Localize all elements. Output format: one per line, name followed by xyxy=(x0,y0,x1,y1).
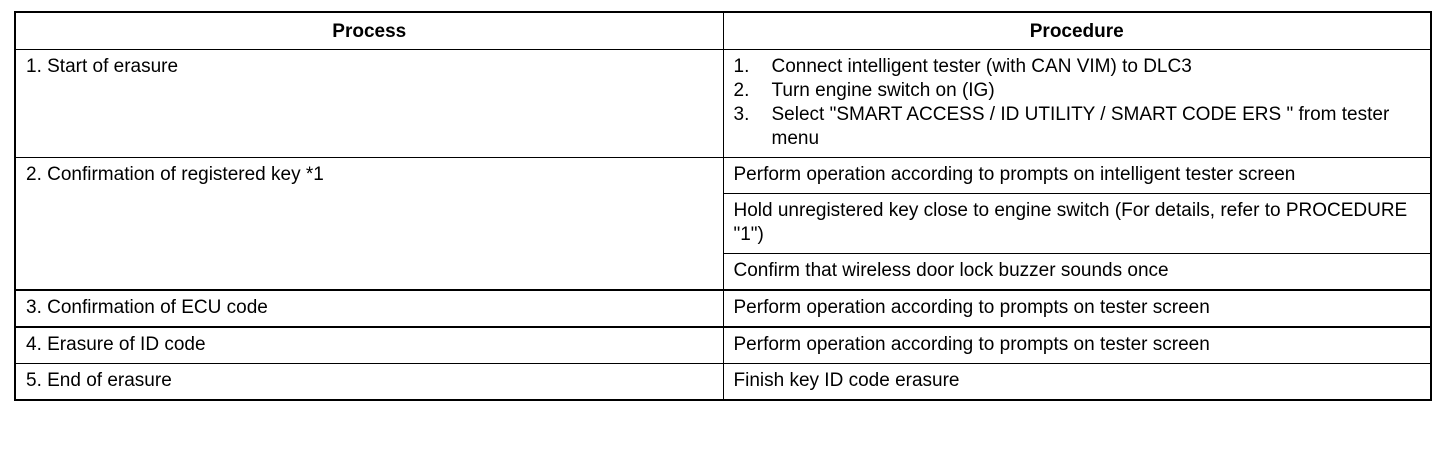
process-cell: 1. Start of erasure xyxy=(14,49,724,158)
process-cell: 2. Confirmation of registered key *1 xyxy=(14,157,724,291)
table-row: Confirm that wireless door lock buzzer s… xyxy=(15,253,1432,291)
procedure-cell: Perform operation according to prompts o… xyxy=(722,289,1432,328)
procedure-cell: Confirm that wireless door lock buzzer s… xyxy=(722,253,1432,291)
step-text: Turn engine switch on (IG) xyxy=(771,80,995,101)
process-cell: 5. End of erasure xyxy=(14,363,724,401)
table-row: 4. Erasure of ID code Perform operation … xyxy=(14,326,1432,364)
step-text: Connect intelligent tester (with CAN VIM… xyxy=(771,56,1192,77)
procedure-cell: Perform operation according to prompts o… xyxy=(722,157,1432,194)
process-procedure-table: Process Procedure 1. Start of erasure 1.… xyxy=(14,11,1432,401)
header-row: Process Procedure xyxy=(14,11,1432,50)
procedure-cell: Perform operation according to prompts o… xyxy=(722,326,1432,364)
procedure-step: 1. Connect intelligent tester (with CAN … xyxy=(734,55,1421,79)
step-number: 3. xyxy=(733,104,750,125)
step-number: 1. xyxy=(733,56,750,77)
table-row: 1. Start of erasure 1. Connect intellige… xyxy=(14,49,1432,158)
table-row: 5. End of erasure Finish key ID code era… xyxy=(14,363,1432,401)
step-text: Select "SMART ACCESS / ID UTILITY / SMAR… xyxy=(771,104,1390,149)
table-row: Hold unregistered key close to engine sw… xyxy=(15,193,1432,254)
step-number: 2. xyxy=(733,80,750,101)
table-row: 3. Confirmation of ECU code Perform oper… xyxy=(14,289,1432,328)
header-process: Process xyxy=(14,11,724,50)
procedure-cell: Finish key ID code erasure xyxy=(722,363,1432,401)
procedure-step: 3. Select "SMART ACCESS / ID UTILITY / S… xyxy=(734,103,1421,151)
process-cell: 4. Erasure of ID code xyxy=(14,326,724,364)
procedure-cell: 1. Connect intelligent tester (with CAN … xyxy=(722,49,1432,158)
table-row: 2. Confirmation of registered key *1 Per… xyxy=(14,157,1432,291)
process-cell: 3. Confirmation of ECU code xyxy=(14,289,724,328)
procedure-step-list: 1. Connect intelligent tester (with CAN … xyxy=(734,55,1421,151)
procedure-cell: Hold unregistered key close to engine sw… xyxy=(722,193,1432,254)
header-procedure: Procedure xyxy=(722,11,1432,50)
procedure-step: 2. Turn engine switch on (IG) xyxy=(734,79,1421,103)
